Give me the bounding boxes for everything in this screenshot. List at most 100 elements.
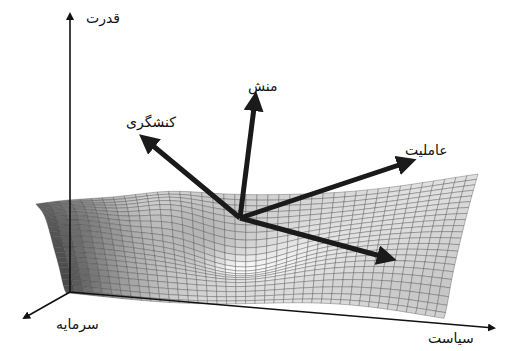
mesh-cell bbox=[381, 281, 392, 290]
mesh-cell bbox=[236, 291, 246, 296]
mesh-cell bbox=[236, 282, 246, 286]
mesh-cell bbox=[159, 201, 170, 205]
mesh-cell bbox=[167, 276, 177, 283]
mesh-cell bbox=[304, 281, 314, 288]
mesh-cell bbox=[83, 242, 94, 248]
mesh-cell bbox=[355, 256, 366, 262]
mesh-cell bbox=[436, 250, 448, 257]
mesh-cell bbox=[98, 270, 109, 277]
mesh-cell bbox=[158, 281, 168, 288]
mesh-cell bbox=[169, 191, 180, 194]
mesh-cell bbox=[300, 204, 311, 210]
mesh-cell bbox=[434, 263, 445, 271]
mesh-cell bbox=[451, 232, 463, 239]
mesh-cell bbox=[72, 236, 83, 242]
mesh-cell bbox=[424, 215, 436, 221]
mesh-cell bbox=[354, 261, 365, 267]
mesh-cell bbox=[360, 295, 370, 302]
mesh-cell bbox=[59, 225, 71, 231]
mesh-cell bbox=[67, 216, 79, 220]
mesh-cell bbox=[428, 243, 440, 249]
mesh-cell bbox=[206, 281, 216, 286]
mesh-cell bbox=[138, 280, 148, 287]
mesh-cell bbox=[412, 268, 423, 276]
mesh-cell bbox=[224, 194, 235, 200]
mesh-cell bbox=[246, 282, 256, 287]
mesh-cell bbox=[359, 301, 369, 307]
mesh-cell bbox=[457, 207, 469, 213]
mesh-cell bbox=[345, 256, 356, 262]
mesh-cell bbox=[399, 290, 410, 299]
mesh-cell bbox=[432, 226, 444, 232]
mesh-cell bbox=[449, 238, 461, 245]
mesh-cell bbox=[335, 262, 346, 268]
mesh-cell bbox=[350, 294, 360, 301]
mesh-cell bbox=[380, 288, 391, 297]
mesh-cell bbox=[303, 294, 313, 299]
mesh-cell bbox=[207, 291, 217, 297]
mesh-cell bbox=[431, 277, 442, 287]
mesh-cell bbox=[455, 213, 467, 219]
mesh-cell bbox=[400, 233, 411, 239]
mesh-cell bbox=[435, 311, 446, 318]
mesh-cell bbox=[386, 249, 397, 255]
mesh-cell bbox=[448, 244, 460, 251]
mesh-cell bbox=[267, 211, 278, 218]
mesh-cell bbox=[255, 300, 265, 303]
mesh-cell bbox=[160, 205, 171, 210]
mesh-cell bbox=[78, 263, 89, 269]
mesh-cell bbox=[157, 275, 167, 282]
mesh-cell bbox=[117, 208, 129, 212]
mesh-cell bbox=[284, 294, 294, 299]
mesh-cell bbox=[428, 294, 439, 304]
vector-label: عاملیت bbox=[405, 142, 448, 159]
mesh-cell bbox=[207, 285, 217, 291]
mesh-cell bbox=[226, 282, 236, 286]
mesh-cell bbox=[246, 296, 256, 301]
mesh-cell bbox=[257, 195, 268, 201]
vector-arrows bbox=[146, 100, 408, 258]
arrow bbox=[146, 140, 240, 218]
mesh-cell bbox=[311, 198, 322, 204]
mesh-cell bbox=[416, 308, 427, 315]
mesh-cell bbox=[387, 304, 398, 311]
mesh-cell bbox=[420, 232, 432, 238]
mesh-cell bbox=[369, 295, 380, 302]
mesh-cell bbox=[446, 208, 458, 214]
mesh-cell bbox=[268, 195, 279, 201]
mesh-cell bbox=[177, 283, 187, 290]
mesh-cell bbox=[397, 305, 408, 312]
mesh-cell bbox=[332, 287, 342, 294]
mesh-cell bbox=[429, 285, 440, 295]
mesh-cell bbox=[236, 271, 246, 274]
mesh-cell bbox=[265, 295, 275, 300]
mesh-cell bbox=[321, 299, 331, 303]
mesh-cell bbox=[70, 274, 81, 281]
mesh-cell bbox=[323, 193, 335, 199]
mesh-cell bbox=[188, 290, 198, 296]
mesh-cell bbox=[159, 294, 169, 299]
mesh-cell bbox=[236, 274, 246, 276]
mesh-cell bbox=[227, 301, 237, 304]
axes bbox=[24, 14, 494, 328]
mesh-cell bbox=[426, 249, 437, 256]
mesh-cell bbox=[397, 244, 408, 250]
mesh-cell bbox=[128, 211, 139, 216]
mesh-cell bbox=[445, 257, 457, 265]
power-axis bbox=[69, 14, 71, 292]
mesh-cell bbox=[416, 249, 427, 255]
mesh-cell bbox=[400, 282, 411, 291]
mesh-cell bbox=[382, 273, 393, 281]
politics-axis bbox=[70, 292, 494, 328]
mesh-cell bbox=[442, 271, 453, 280]
mesh-cell bbox=[442, 226, 454, 232]
mesh-cell bbox=[75, 252, 86, 258]
mesh-cell bbox=[226, 297, 236, 301]
mesh-cell bbox=[236, 267, 246, 271]
mesh-cell bbox=[293, 294, 303, 299]
axis-label: سیاست bbox=[428, 330, 474, 347]
mesh-cell bbox=[313, 280, 323, 287]
mesh-cell bbox=[216, 286, 226, 292]
mesh-cell bbox=[187, 284, 197, 291]
